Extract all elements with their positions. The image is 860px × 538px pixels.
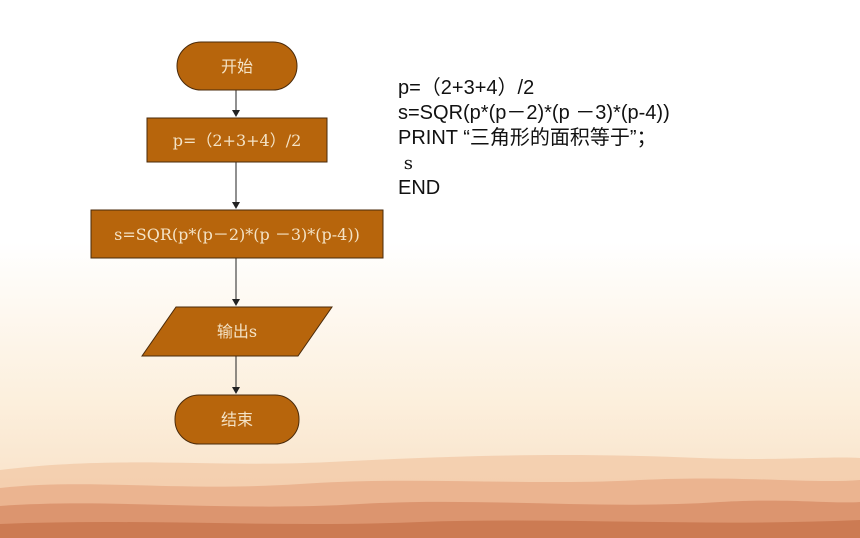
node-assign-p: p=（2+3+4）/2: [146, 117, 328, 163]
program-line-3: PRINT “三角形的面积等于”；: [398, 127, 657, 149]
program-listing: p=（2+3+4）/2 s=SQR(p*(p－2)*(p －3)*(p-4)) …: [398, 76, 670, 201]
program-line-5: END: [398, 177, 441, 199]
program-line-1: p=（2+3+4）/2: [398, 77, 535, 99]
node-assign-p-label: p=（2+3+4）/2: [173, 131, 302, 150]
node-output-label: 输出s: [217, 322, 257, 341]
node-assign-s-label: s=SQR(p*(p－2)*(p －3)*(p-4)): [114, 225, 360, 244]
node-start-label: 开始: [221, 57, 253, 76]
program-line-4: s: [398, 153, 413, 174]
node-output: 输出s: [141, 306, 333, 357]
node-assign-s: s=SQR(p*(p－2)*(p －3)*(p-4)): [90, 209, 384, 259]
node-start: 开始: [176, 41, 298, 91]
program-line-2: s=SQR(p*(p－2)*(p －3)*(p-4)): [398, 102, 670, 124]
node-end-label: 结束: [221, 410, 253, 429]
node-end: 结束: [174, 394, 300, 445]
